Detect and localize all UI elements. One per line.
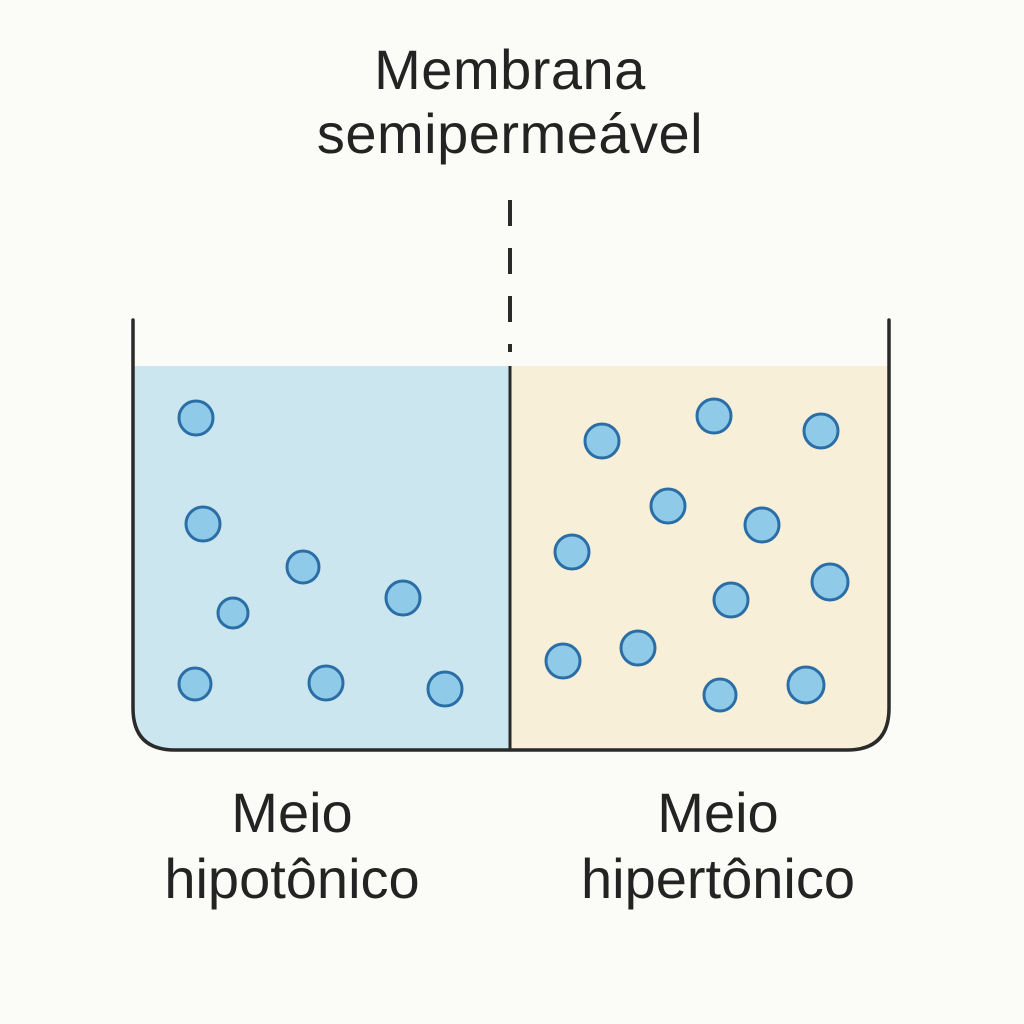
hypotonic-particles: [177, 399, 464, 708]
hypertonic-label: Meio hipertônico: [518, 780, 918, 912]
hypotonic-label-line2: hipotônico: [164, 847, 420, 910]
hypotonic-label-line1: Meio: [231, 781, 353, 844]
hypertonic-label-line1: Meio: [657, 781, 779, 844]
solute-particle: [712, 581, 750, 619]
solute-particle: [426, 670, 464, 708]
hypertonic-label-line2: hipertônico: [581, 847, 855, 910]
membrane-title-line1: Membrana: [374, 38, 646, 101]
solute-particle: [743, 506, 781, 544]
solute-particle: [216, 596, 250, 630]
solute-particle: [702, 677, 738, 713]
hypertonic-solution: [510, 366, 888, 749]
solute-particle: [583, 422, 621, 460]
membrane-title-line2: semipermeável: [316, 102, 704, 165]
solute-particle: [307, 664, 345, 702]
solute-particle: [544, 642, 582, 680]
solute-particle: [802, 412, 840, 450]
solute-particle: [695, 397, 733, 435]
solute-particle: [177, 399, 215, 437]
solute-particle: [177, 666, 213, 702]
solute-particle: [384, 579, 422, 617]
solute-particle: [285, 549, 321, 585]
solute-particle: [810, 562, 850, 602]
solute-particle: [786, 665, 826, 705]
hypotonic-label: Meio hipotônico: [92, 780, 492, 912]
hypertonic-particles: [544, 397, 850, 713]
solute-particle: [553, 533, 591, 571]
solute-particle: [184, 505, 222, 543]
solute-particle: [649, 487, 687, 525]
beaker-container: [131, 318, 891, 752]
membrane-title: Membrana semipermeável: [250, 38, 770, 166]
solute-particle: [619, 629, 657, 667]
